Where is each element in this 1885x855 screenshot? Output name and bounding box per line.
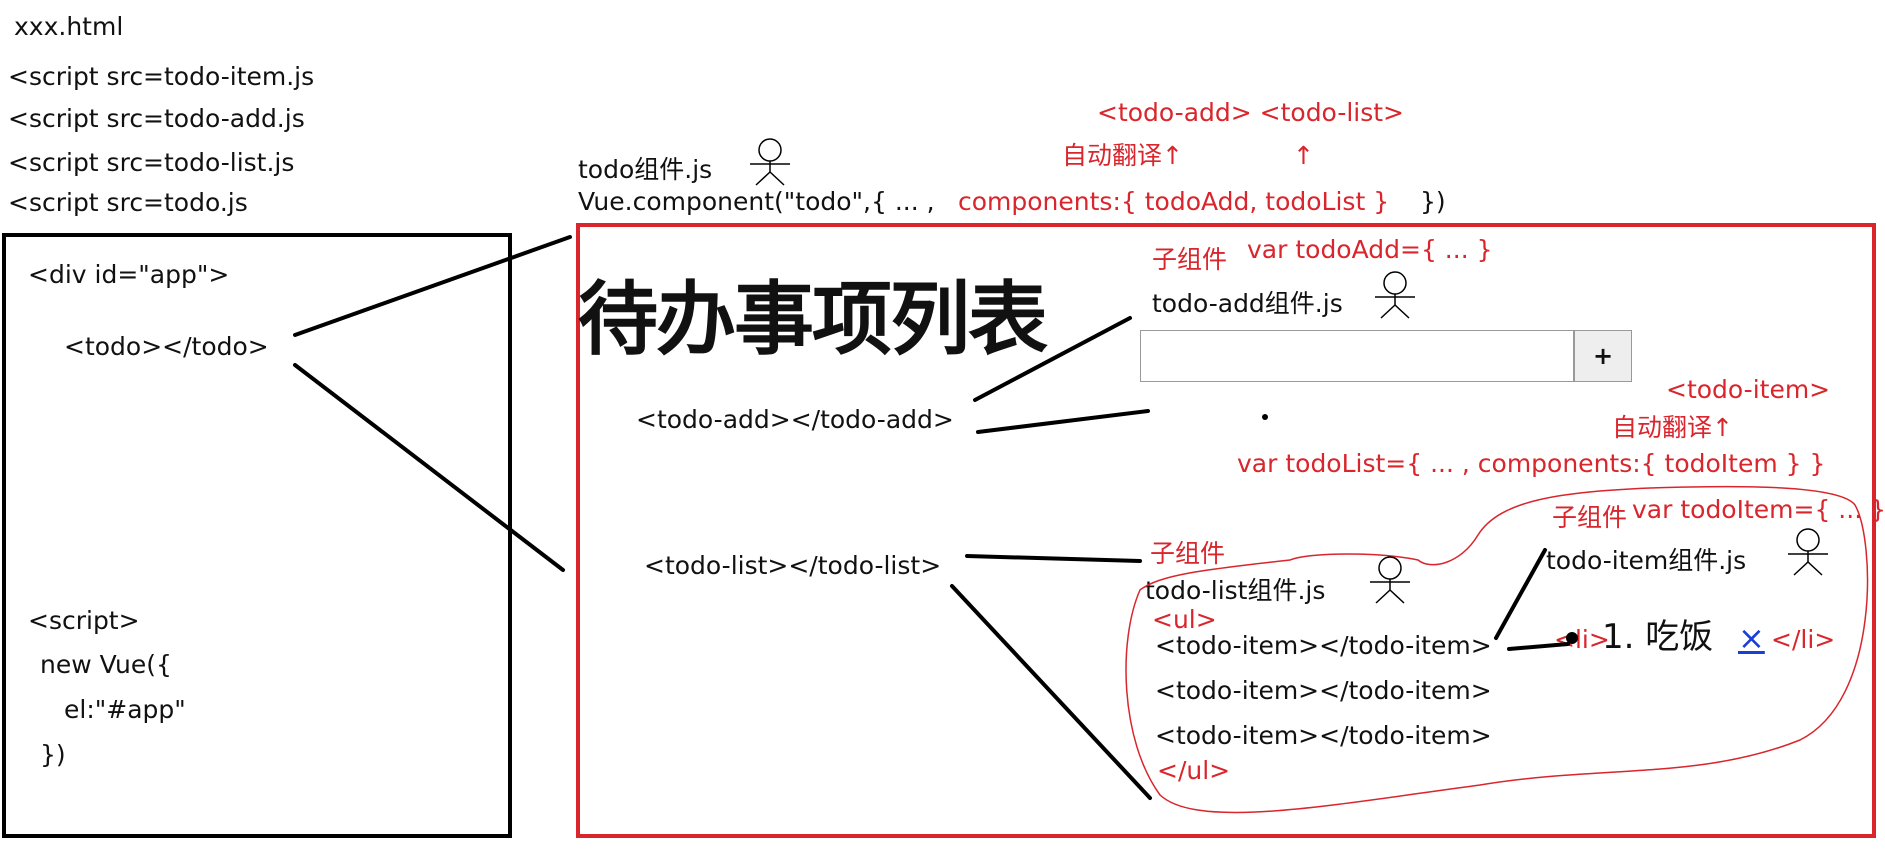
auto-translate-label: 自动翻译↑ [1062,141,1183,170]
todo-add-input[interactable] [1140,330,1574,382]
todo-item-file: todo-item组件.js [1546,546,1747,575]
todo-add-child-label: 子组件 [1152,245,1228,274]
ul-open-tag: <ul> [1152,605,1217,634]
app-panel [576,223,1876,838]
todo-add-file: todo-add组件.js [1152,289,1343,318]
todo-list-child-label: 子组件 [1150,539,1226,568]
todo-list-auto-translate: 自动翻译↑ [1612,413,1733,442]
todo-tag: <todo></todo> [64,332,269,361]
todo-add-tag: <todo-add></todo-add> [636,405,954,434]
arrow-up-label: ↑ [1293,141,1314,170]
todo-list-var-decl: var todoList={ ... , components:{ todoIt… [1237,449,1826,478]
todo-item-tag-annotation: <todo-item> [1666,375,1831,404]
todo-list-tag: <todo-list></todo-list> [644,551,942,580]
html-box [2,233,512,838]
add-button[interactable]: + [1574,330,1632,382]
components-declaration: components:{ todoAdd, todoList } [958,187,1390,216]
todo-component-file: todo组件.js [578,155,713,184]
vue-component-call: Vue.component("todo",{ ... , [578,187,935,216]
component-close: }) [1420,187,1446,216]
new-vue-line: new Vue({ [40,650,172,679]
script-line-todo-list: <script src=todo-list.js [8,148,295,177]
el-line: el:"#app" [64,695,186,724]
delete-item-link[interactable]: × [1738,619,1765,657]
todo-item-var-decl: var todoItem={ ... } [1632,495,1885,524]
page-heading: 待办事项列表 [578,273,1048,366]
todo-item-text: 1. 吃饭 [1602,617,1714,657]
script-line-todo-item: <script src=todo-item.js [8,62,315,91]
script-line-todo: <script src=todo.js [8,188,248,217]
ul-close-tag: </ul> [1157,756,1231,785]
todo-item-tag-2: <todo-item></todo-item> [1155,676,1492,705]
stick-figure-todo [750,138,790,186]
todo-list-file: todo-list组件.js [1145,576,1326,605]
todo-add-var-decl: var todoAdd={ ... } [1247,235,1493,264]
script-line-todo-add: <script src=todo-add.js [8,104,305,133]
file-title: xxx.html [14,12,124,41]
todo-item-child-label: 子组件 [1552,503,1628,532]
tag-annotation-add-list: <todo-add> <todo-list> [1097,98,1405,127]
todo-item-tag-1: <todo-item></todo-item> [1155,631,1492,660]
div-app-tag: <div id="app"> [28,260,230,289]
li-close-tag: </li> [1771,625,1836,654]
todo-item-tag-3: <todo-item></todo-item> [1155,721,1492,750]
script-open-tag: <script> [28,606,140,635]
vue-close-line: }) [40,740,66,769]
